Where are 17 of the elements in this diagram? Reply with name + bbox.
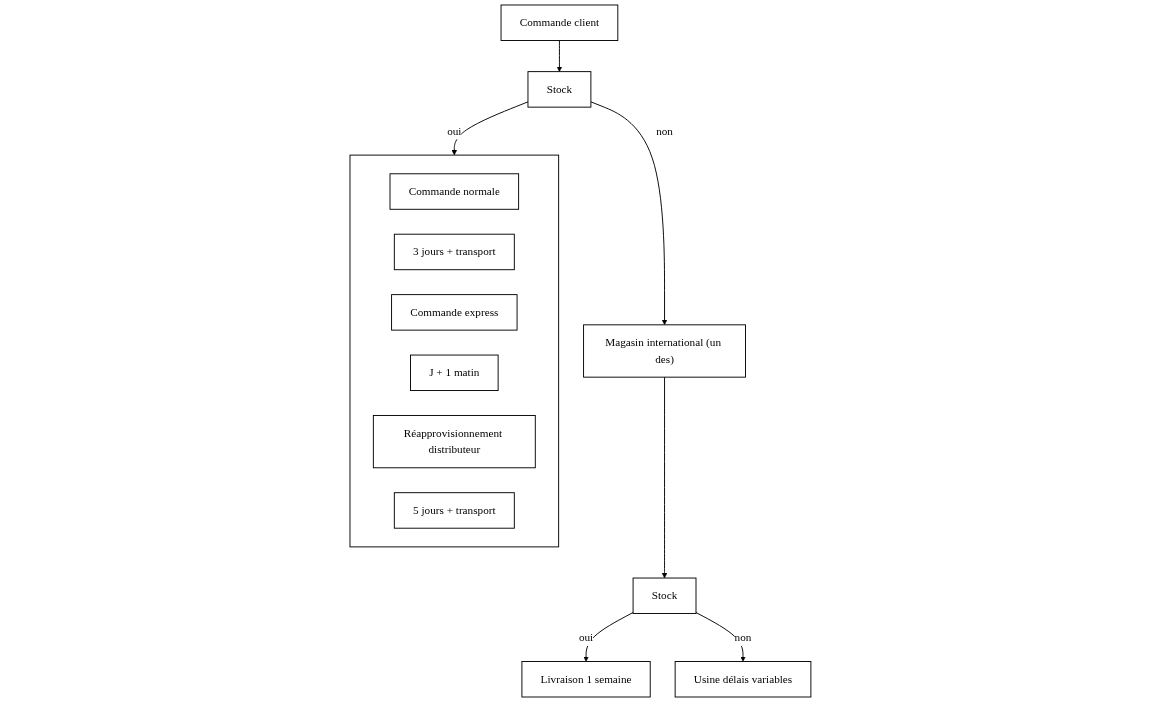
node-box: Usine délais variables — [674, 661, 812, 698]
node-box: Commande normale — [389, 173, 520, 210]
node-box: Commande express — [391, 294, 518, 331]
edge-label: oui — [578, 630, 594, 644]
node-box: Réapprovisionnement distributeur — [372, 415, 536, 469]
cluster — [349, 154, 560, 548]
node-box: 3 jours + transport — [393, 233, 515, 271]
node-box: Stock — [632, 577, 697, 614]
edge-label: oui — [447, 124, 462, 138]
node-box: Stock — [527, 71, 592, 108]
node-box: Livraison 1 semaine — [521, 661, 651, 698]
edge-label: non — [656, 124, 674, 138]
node-box: J + 1 matin — [410, 354, 499, 391]
node-box: 5 jours + transport — [393, 492, 515, 529]
node-box: Magasin international (un des) — [583, 324, 747, 378]
node-box: Commande client — [500, 4, 619, 41]
edge-label: non — [734, 630, 752, 644]
